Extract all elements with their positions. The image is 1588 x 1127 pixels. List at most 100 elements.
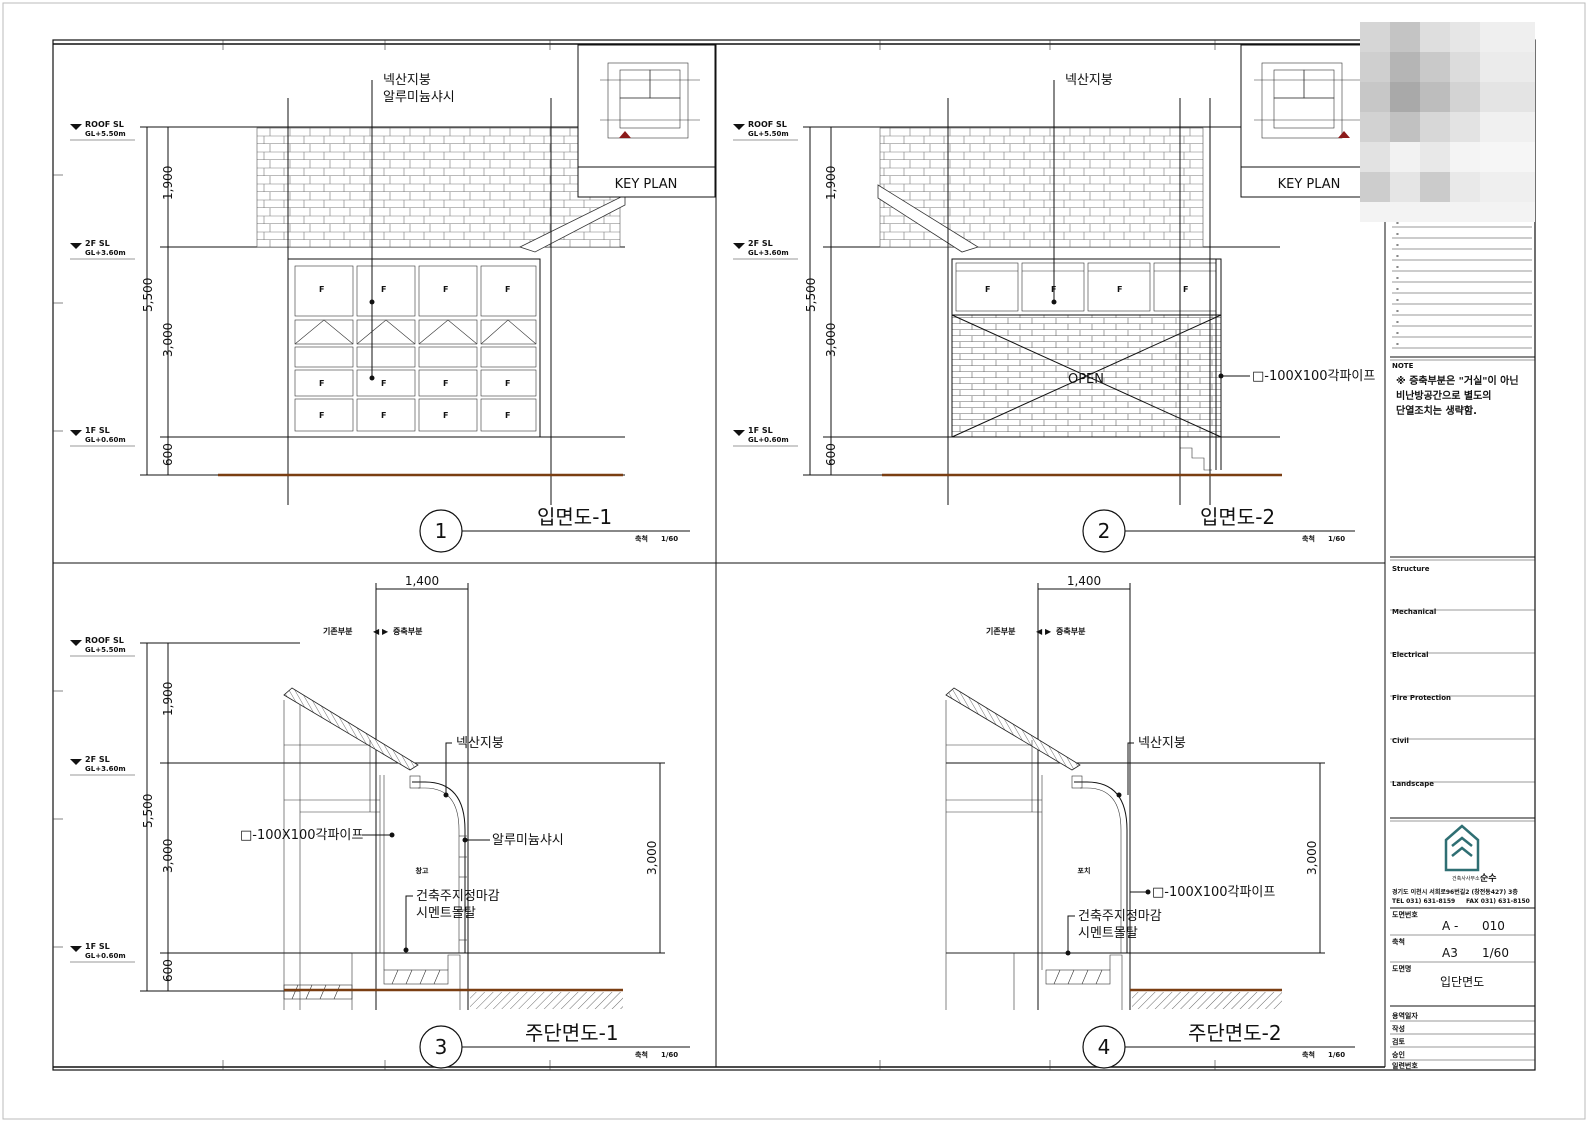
note-line-2: 비난방공간으로 별도의 xyxy=(1396,389,1491,402)
svg-text:GL+0.60m: GL+0.60m xyxy=(85,952,126,960)
svg-text:-: - xyxy=(1396,219,1399,227)
scale-value: 1/60 xyxy=(1328,535,1345,543)
extension-part-label: 증축부분 xyxy=(1056,626,1086,636)
earth-hatch xyxy=(470,992,623,1009)
svg-text:Civil: Civil xyxy=(1392,737,1409,745)
firm-logo-icon xyxy=(1444,824,1480,872)
svg-text:F: F xyxy=(319,285,324,294)
existing-structure xyxy=(945,700,1123,1010)
scale-word: 축척 xyxy=(1302,534,1315,543)
svg-text:작성: 작성 xyxy=(1392,1024,1405,1033)
svg-text:F: F xyxy=(381,411,386,420)
callout-roof-label: 넥산지붕 xyxy=(1065,73,1113,88)
room-label: 포치 xyxy=(1078,866,1091,875)
svg-text:F: F xyxy=(505,285,510,294)
callout-pipe-label: □-100X100각파이프 xyxy=(1152,885,1275,900)
svg-text:3,000: 3,000 xyxy=(161,323,175,357)
svg-text:GL+3.60m: GL+3.60m xyxy=(85,765,126,773)
drawing-name-label: 도면명 xyxy=(1392,964,1411,973)
svg-text:F: F xyxy=(443,285,448,294)
redacted-logo-area xyxy=(1360,22,1535,222)
callout-roof-label: 넥산지붕 xyxy=(383,73,431,88)
drawing-no: 010 xyxy=(1482,919,1505,933)
svg-text:F: F xyxy=(1183,285,1188,294)
svg-text:3,000: 3,000 xyxy=(645,841,659,875)
svg-text:GL+0.60m: GL+0.60m xyxy=(85,436,126,444)
view-title: 입면도-2 xyxy=(1200,505,1275,529)
svg-text:승인: 승인 xyxy=(1392,1050,1405,1059)
view-title: 입면도-1 xyxy=(537,505,612,529)
svg-text:GL+5.50m: GL+5.50m xyxy=(85,646,126,654)
svg-text:-: - xyxy=(1396,285,1399,293)
view-number: 1 xyxy=(435,519,448,543)
svg-text:-: - xyxy=(1396,340,1399,348)
svg-text:1F SL: 1F SL xyxy=(85,942,110,951)
key-plan-drawing xyxy=(1254,62,1360,139)
dimension-lines: 1,400 3,000 xyxy=(946,574,1325,1010)
firm-name: 순수 xyxy=(1480,873,1497,884)
note-title: NOTE xyxy=(1392,362,1414,370)
level-markers: ROOF SL GL+5.50m 2F SL GL+3.60m 1F SL GL… xyxy=(70,636,135,963)
svg-text:F: F xyxy=(319,379,324,388)
revision-list: ------------ xyxy=(1392,219,1532,349)
drawing-scale: 1/60 xyxy=(1482,946,1509,960)
svg-text:F: F xyxy=(381,379,386,388)
svg-text:3,000: 3,000 xyxy=(161,839,175,873)
svg-text:Fire Protection: Fire Protection xyxy=(1392,694,1451,702)
svg-text:Electrical: Electrical xyxy=(1392,651,1429,659)
scale-value: 1/60 xyxy=(661,535,678,543)
svg-text:F: F xyxy=(985,285,990,294)
existing-structure xyxy=(283,700,461,1010)
earth-hatch xyxy=(1132,992,1282,1009)
frame-ticks xyxy=(53,40,1216,1070)
svg-text:1,400: 1,400 xyxy=(405,574,439,588)
scale-value: 1/60 xyxy=(1328,1051,1345,1059)
svg-text:F: F xyxy=(505,411,510,420)
firm-name-small: 건축사사무소 xyxy=(1452,875,1480,882)
svg-text:-: - xyxy=(1396,329,1399,337)
room-label: 창고 xyxy=(416,866,429,875)
svg-text:Structure: Structure xyxy=(1392,565,1430,573)
stair-steps xyxy=(1179,437,1212,471)
firm-address: 경기도 이천시 서희로96번길2 (창전동427) 3층 xyxy=(1392,888,1518,896)
title-block: ------------ NOTE ※ 증축부분은 "거실"이 아닌 비난방공간… xyxy=(1360,22,1535,1070)
svg-text:-: - xyxy=(1396,296,1399,304)
svg-text:-: - xyxy=(1396,241,1399,249)
svg-text:F: F xyxy=(505,379,510,388)
svg-text:1,900: 1,900 xyxy=(824,166,838,200)
scale-word: 축척 xyxy=(635,534,648,543)
key-plan-box xyxy=(1240,44,1379,198)
svg-text:용역일자: 용역일자 xyxy=(1392,1011,1418,1020)
view-section-1: ROOF SL GL+5.50m 2F SL GL+3.60m 1F SL GL… xyxy=(70,574,690,1069)
level-markers: ROOF SL GL+5.50m 2F SL GL+3.60m 1F SL GL… xyxy=(70,120,135,447)
existing-part-label: 기존부분 xyxy=(323,626,353,636)
svg-text:5,500: 5,500 xyxy=(141,794,155,828)
svg-text:2F SL: 2F SL xyxy=(748,239,773,248)
key-plan-marker-icon xyxy=(619,131,631,138)
note-line-1: ※ 증축부분은 "거실"이 아닌 xyxy=(1396,374,1519,387)
svg-text:GL+5.50m: GL+5.50m xyxy=(85,130,126,138)
svg-text:F: F xyxy=(443,411,448,420)
callout-pipe-label: □-100X100각파이프 xyxy=(1252,369,1375,384)
callout-finish-label: 건축주지정마감 xyxy=(1078,909,1162,924)
callout-sash-label: 알루미늄샤시 xyxy=(492,833,564,848)
svg-text:600: 600 xyxy=(161,959,175,982)
svg-text:5,500: 5,500 xyxy=(804,278,818,312)
svg-text:-: - xyxy=(1396,318,1399,326)
svg-text:1,400: 1,400 xyxy=(1067,574,1101,588)
disciplines: Structure Mechanical Electrical Fire Pro… xyxy=(1390,565,1535,788)
firm-fax: FAX 031) 631-8150 xyxy=(1466,898,1530,905)
svg-text:1,900: 1,900 xyxy=(161,682,175,716)
signoff-rows: 용역일자 작성 검토 승인 일련번호 xyxy=(1390,1011,1535,1070)
scale-value: 1/60 xyxy=(661,1051,678,1059)
callout-mortar-label: 시멘트몰탈 xyxy=(1078,926,1138,941)
roof-eave xyxy=(877,184,979,253)
facade-panels xyxy=(294,265,537,432)
svg-text:F: F xyxy=(1117,285,1122,294)
drawing-name: 입단면도 xyxy=(1440,975,1484,989)
svg-text:ROOF SL: ROOF SL xyxy=(85,120,124,129)
